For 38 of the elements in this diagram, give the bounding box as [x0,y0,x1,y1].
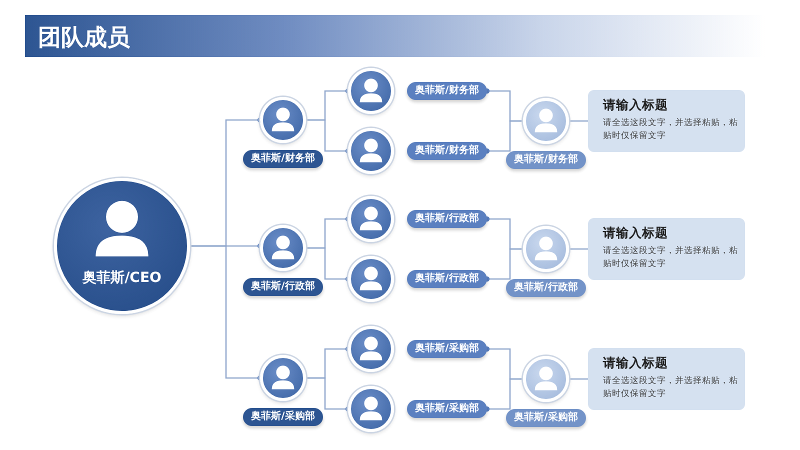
name-label: 奥菲斯/CEO [82,269,162,287]
text-card [588,218,745,280]
card-title: 请输入标题 [603,355,669,372]
name-label: 奥菲斯/财务部 [506,151,586,169]
name-label: 奥菲斯/采购部 [506,409,586,427]
text-card [588,348,745,410]
staff-node [348,128,487,174]
card-title: 请输入标题 [603,225,669,242]
name-label: 奥菲斯/行政部 [407,210,487,228]
manager-node [243,97,323,168]
member-node [506,356,586,427]
manager-node [243,355,323,426]
name-label: 奥菲斯/行政部 [243,278,323,296]
title-text: 团队成员 [38,24,130,53]
name-label: 奥菲斯/采购部 [243,408,323,426]
name-label: 奥菲斯/采购部 [407,400,487,418]
connector-line [569,120,588,122]
card-body: 请全选这段文字，并选择粘贴，粘贴时仅保留文字 [603,245,739,271]
member-node [506,226,586,297]
name-label: 奥菲斯/财务部 [407,82,487,100]
manager-node [243,225,323,296]
name-label: 奥菲斯/财务部 [407,142,487,160]
connector-line [569,248,588,250]
staff-node [348,256,487,302]
staff-node [348,68,487,114]
name-label: 奥菲斯/行政部 [407,270,487,288]
name-label: 奥菲斯/行政部 [506,279,586,297]
card-body: 请全选这段文字，并选择粘贴，粘贴时仅保留文字 [603,117,739,143]
text-card [588,90,745,152]
staff-node [348,326,487,372]
member-node [506,98,586,169]
staff-node [348,386,487,432]
connector-line [569,378,588,380]
card-title: 请输入标题 [603,97,669,114]
staff-node [348,196,487,242]
name-label: 奥菲斯/财务部 [243,150,323,168]
name-label: 奥菲斯/采购部 [407,340,487,358]
card-body: 请全选这段文字，并选择粘贴，粘贴时仅保留文字 [603,375,739,401]
